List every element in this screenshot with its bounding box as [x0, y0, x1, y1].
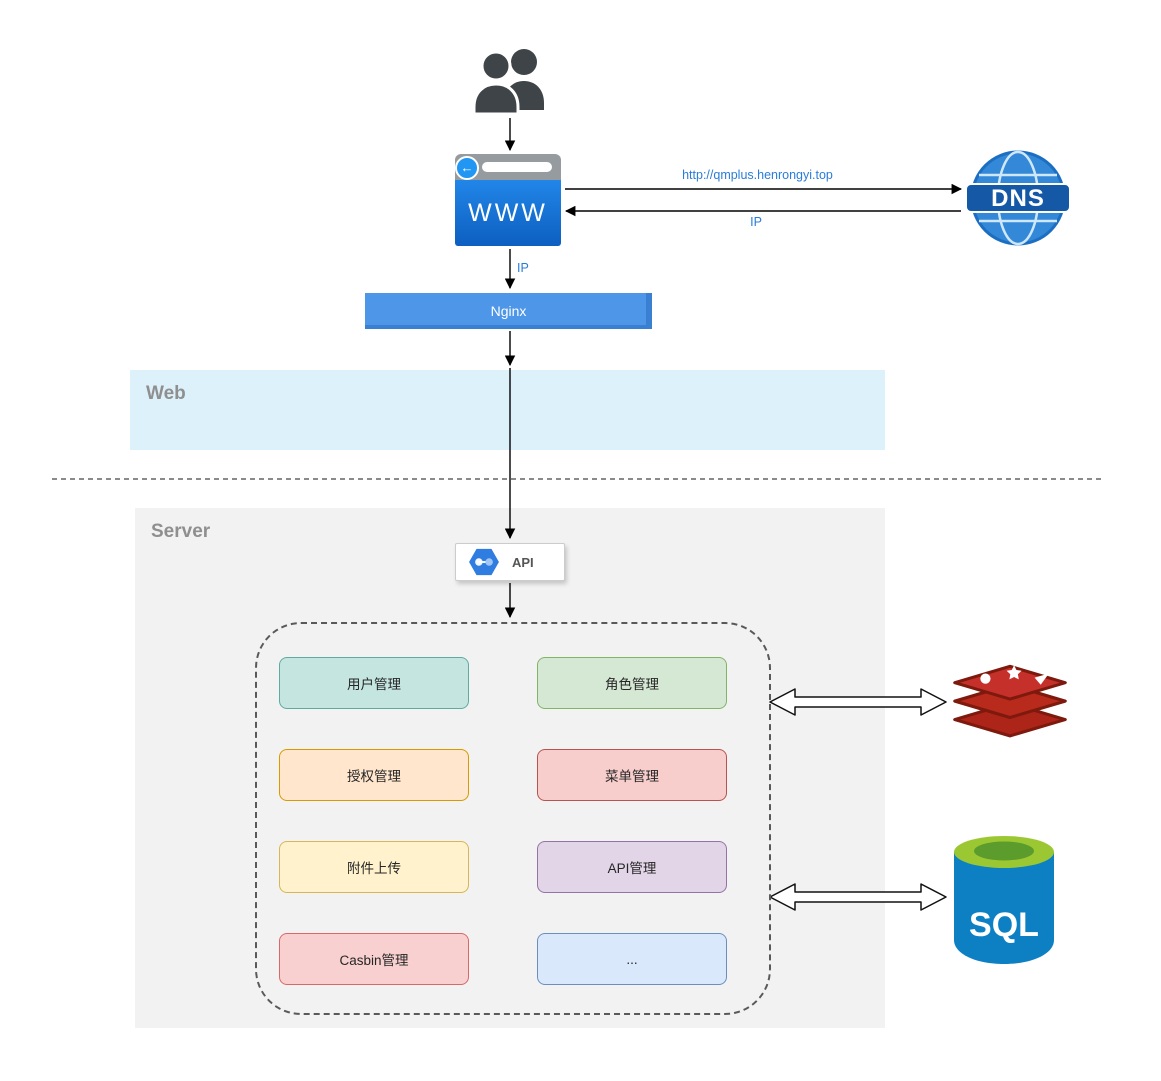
- api-gateway-box: API: [455, 543, 565, 581]
- edge-label-dns-response: IP: [750, 215, 762, 229]
- address-bar: [482, 162, 552, 172]
- module-box: ...: [537, 933, 727, 985]
- module-label: Casbin管理: [339, 953, 409, 968]
- module-label: 菜单管理: [605, 769, 659, 784]
- module-label: 附件上传: [347, 861, 401, 876]
- modules-container: 用户管理 角色管理 授权管理 菜单管理 附件上传 API管理 Casbin管理 …: [255, 622, 771, 1015]
- module-box: 附件上传: [279, 841, 469, 893]
- web-section-label: Web: [146, 383, 186, 404]
- browser-window-icon: ← WWW: [455, 154, 561, 246]
- module-label: 角色管理: [605, 677, 659, 692]
- module-box: 角色管理: [537, 657, 727, 709]
- module-label: ...: [626, 951, 638, 967]
- module-label: 用户管理: [347, 677, 401, 692]
- browser-toolbar: ←: [455, 154, 561, 180]
- module-box: 授权管理: [279, 749, 469, 801]
- browser-label: WWW: [468, 198, 548, 227]
- module-box: 用户管理: [279, 657, 469, 709]
- edge-label-ip-to-nginx: IP: [517, 261, 529, 275]
- module-box: 菜单管理: [537, 749, 727, 801]
- redis-stack-icon: [953, 664, 1067, 738]
- nginx-label: Nginx: [490, 303, 527, 319]
- browser-body: WWW: [455, 180, 561, 246]
- sql-database-icon: SQL: [954, 836, 1054, 964]
- sql-label: SQL: [969, 906, 1039, 944]
- dns-label: DNS: [991, 185, 1045, 212]
- api-label: API: [512, 554, 534, 570]
- dns-globe-icon: DNS: [966, 150, 1070, 246]
- users-icon: [472, 49, 544, 116]
- module-box: API管理: [537, 841, 727, 893]
- edge-label-dns-request: http://qmplus.henrongyi.top: [682, 168, 833, 182]
- web-section: Web: [130, 370, 885, 450]
- module-label: API管理: [607, 861, 657, 876]
- module-box: Casbin管理: [279, 933, 469, 985]
- back-arrow-icon: ←: [455, 156, 479, 180]
- module-label: 授权管理: [347, 769, 401, 784]
- api-hexagon-icon: [469, 548, 499, 576]
- server-section-label: Server: [151, 521, 211, 542]
- nginx-box: Nginx: [365, 293, 652, 329]
